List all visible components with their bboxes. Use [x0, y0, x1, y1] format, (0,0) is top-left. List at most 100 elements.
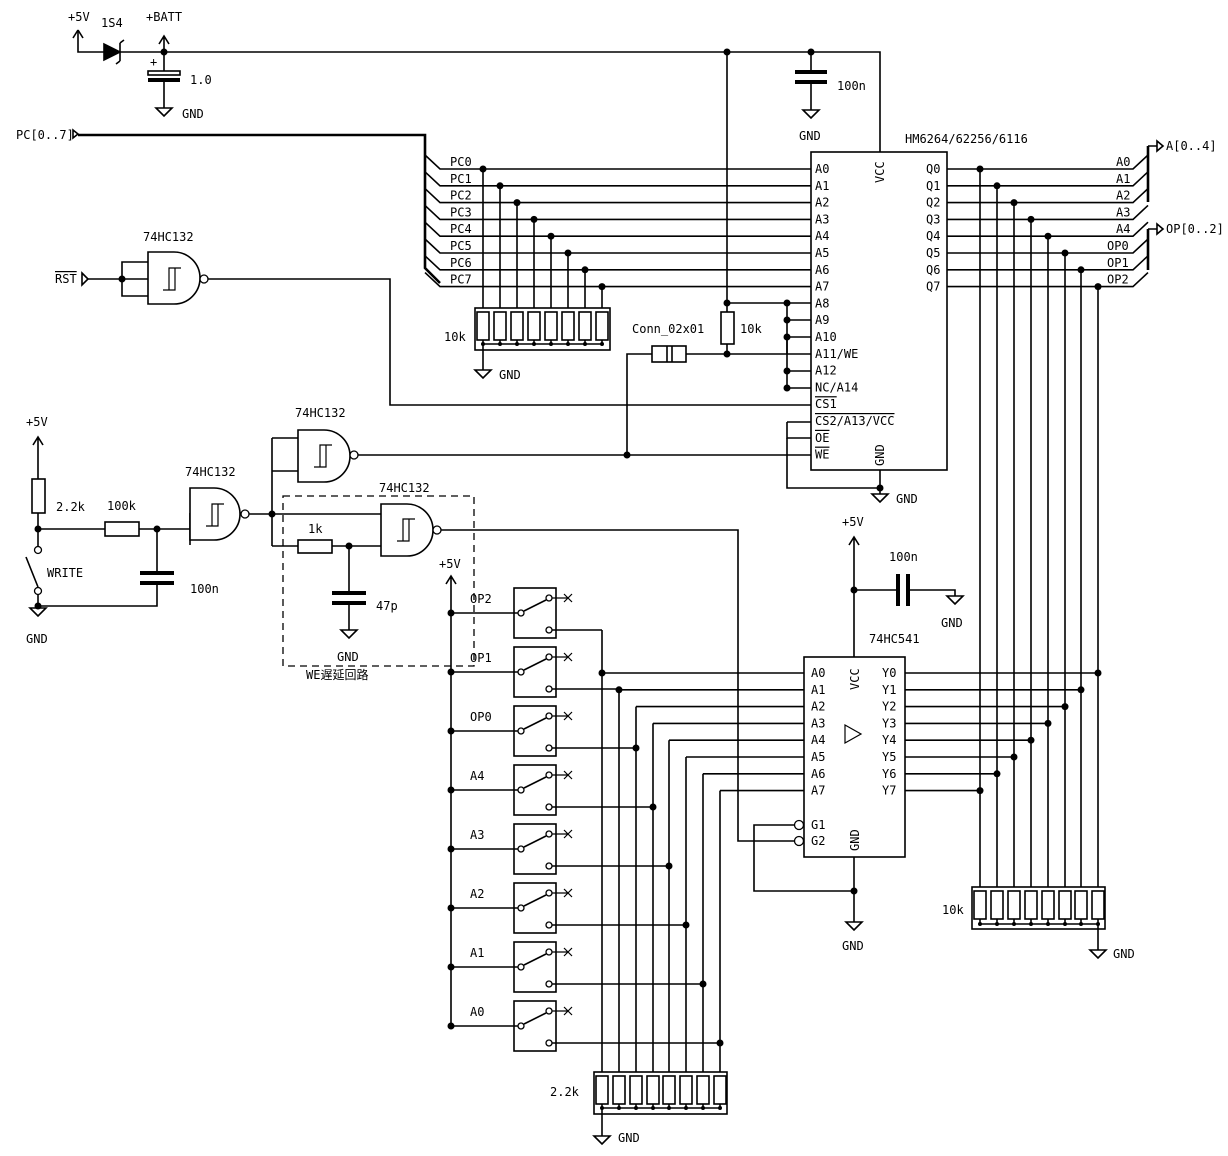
- write-switch[interactable]: [25, 545, 43, 596]
- switch-pack-resistor: [646, 1075, 660, 1105]
- pc-wire: [424, 221, 811, 237]
- q-wire: [947, 188, 1149, 204]
- switch-no-contact: [545, 1007, 553, 1015]
- junction-dot: [447, 786, 455, 794]
- switch-nc-mark: [552, 770, 573, 780]
- buffer-pin-y3: Y3: [882, 716, 896, 730]
- switch-label-a4: A4: [470, 769, 484, 783]
- switch-common-contact: [517, 963, 525, 971]
- switch-nc-mark: [552, 888, 573, 898]
- switch-lever: [523, 953, 547, 966]
- switch-nc-contact: [545, 1039, 553, 1047]
- switch-pack-resistor: [612, 1075, 626, 1105]
- y-pack-resistor: [1074, 890, 1088, 920]
- we-delay-caption: WE遅延回路: [306, 667, 368, 682]
- gate-part-label: 74HC132: [295, 406, 346, 420]
- switch-common-contact: [517, 609, 525, 617]
- q-wire: [947, 221, 1149, 237]
- switch-a4[interactable]: [451, 764, 573, 816]
- switch-nc-contact: [545, 626, 553, 634]
- delay-gnd-label: GND: [337, 650, 359, 664]
- junction-dot: [1027, 215, 1035, 223]
- switch-lever: [523, 717, 547, 730]
- switch-op2[interactable]: [451, 587, 573, 639]
- pc-pack-resistor: [493, 311, 507, 341]
- buffer-pin-a0: A0: [811, 666, 825, 680]
- y-pack-value: 10k: [942, 903, 964, 917]
- pc-net-label-3: PC3: [450, 205, 472, 219]
- ram-pin-nc-a14: NC/A14: [815, 380, 858, 394]
- buffer-pin-g1: G1: [811, 818, 825, 832]
- buffer-pin-y6: Y6: [882, 767, 896, 781]
- diode-1s4: [103, 39, 125, 65]
- switch-no-contact: [545, 948, 553, 956]
- ram-pin-a9: A9: [815, 313, 829, 327]
- pc-net-label-5: PC5: [450, 239, 472, 253]
- buffer-pin-a7: A7: [811, 784, 825, 798]
- switch-label-a1: A1: [470, 946, 484, 960]
- pc-pack-resistor: [561, 311, 575, 341]
- ram-pin-a4: A4: [815, 229, 829, 243]
- junction-dot: [1010, 199, 1018, 207]
- write-pullup-value: 2.2k: [56, 500, 86, 514]
- junction-dot: [716, 1039, 724, 1047]
- ram-pin-a3: A3: [815, 212, 829, 226]
- switch-no-contact: [545, 830, 553, 838]
- ram-pin-a0: A0: [815, 162, 829, 176]
- pc-wire: [424, 255, 811, 271]
- ram-pin-a12: A12: [815, 364, 837, 378]
- ram-pin-a7: A7: [815, 280, 829, 294]
- switch-pulldown-pack: 2.2k GND: [550, 1071, 728, 1146]
- ram-pin-a10: A10: [815, 330, 837, 344]
- bus-net-label-2: A2: [1116, 189, 1130, 203]
- y-pack-gnd: GND: [1113, 947, 1135, 961]
- junction-dot: [649, 803, 657, 811]
- buffer-cap-value: 100n: [889, 550, 918, 564]
- y-pack-resistor: [1024, 890, 1038, 920]
- switch-pack-resistor: [713, 1075, 727, 1105]
- y-pack-resistor: [990, 890, 1004, 920]
- ram-pin-q5: Q5: [926, 246, 940, 260]
- junction-dot: [447, 904, 455, 912]
- ram-pin-q3: Q3: [926, 212, 940, 226]
- ram-pin-a2: A2: [815, 196, 829, 210]
- buffer-pin-a6: A6: [811, 767, 825, 781]
- buffer-pin-a5: A5: [811, 750, 825, 764]
- switch-op1[interactable]: [451, 646, 573, 698]
- switch-label-a0: A0: [470, 1005, 484, 1019]
- switch-no-contact: [545, 653, 553, 661]
- switch-common-contact: [517, 1022, 525, 1030]
- switch-a2[interactable]: [451, 882, 573, 934]
- q-wire: [947, 238, 1149, 254]
- switch-a3[interactable]: [451, 823, 573, 875]
- switch-nc-contact: [545, 862, 553, 870]
- switch-a0[interactable]: [451, 1000, 573, 1052]
- switch-p5v-label: +5V: [439, 557, 461, 571]
- write-cap-value: 100n: [190, 582, 219, 596]
- switch-common-contact: [517, 904, 525, 912]
- switch-no-contact: [545, 712, 553, 720]
- ram-pin-q4: Q4: [926, 229, 940, 243]
- buffer-pin-a4: A4: [811, 733, 825, 747]
- switch-lever: [523, 599, 547, 612]
- buffer-vcc-pin: VCC: [848, 668, 862, 690]
- ram-decoupling-cap: [795, 52, 827, 120]
- op-bus-port-label: OP[0..2]: [1166, 222, 1224, 236]
- svg-text:+: +: [150, 55, 157, 69]
- gnd-label: GND: [799, 129, 821, 143]
- pc-pack-resistor: [510, 311, 524, 341]
- switch-no-contact: [545, 594, 553, 602]
- ram-pin-q1: Q1: [926, 179, 940, 193]
- diode-label: 1S4: [101, 16, 123, 30]
- switch-no-contact: [545, 889, 553, 897]
- pc-wire: [424, 188, 811, 204]
- switch-a1[interactable]: [451, 941, 573, 993]
- rst-port-label: RST: [55, 272, 77, 286]
- switch-pack-resistor: [629, 1075, 643, 1105]
- switch-op0[interactable]: [451, 705, 573, 757]
- junction-dot: [447, 668, 455, 676]
- rst-schmitt-gate: RST 74HC132: [55, 230, 811, 406]
- bus-net-label-4: A4: [1116, 222, 1130, 236]
- ram-pin-we: WE: [815, 448, 829, 462]
- switch-nc-mark: [552, 711, 573, 721]
